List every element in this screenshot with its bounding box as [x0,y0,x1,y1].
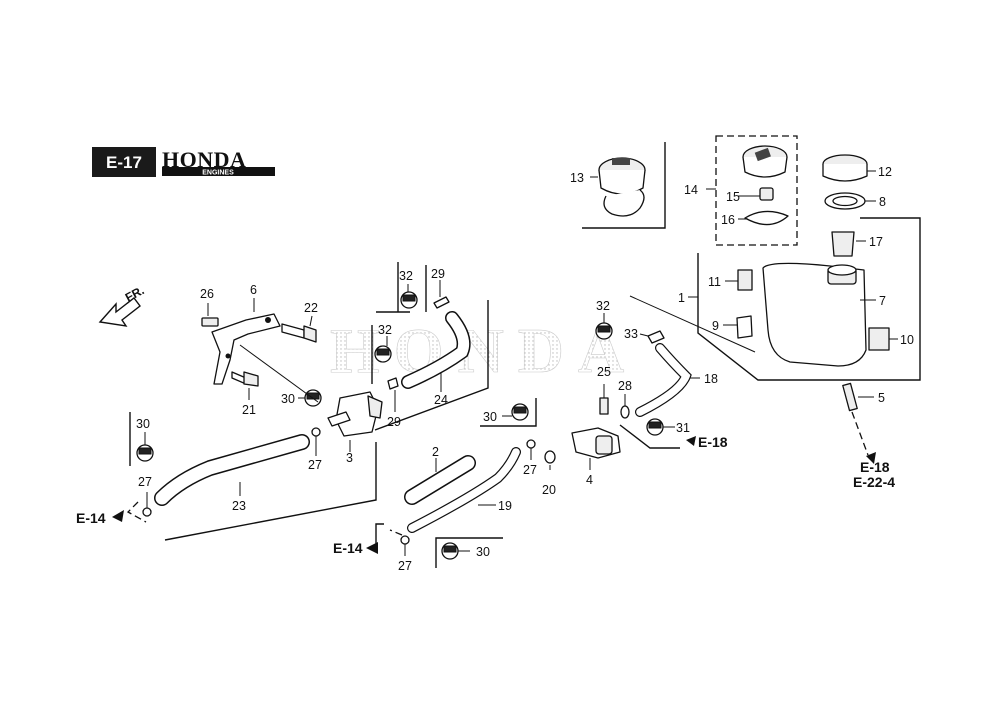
fuel-cap-13 [582,142,666,229]
callout-17: 17 [869,235,883,249]
ref-e14-mid: E-14 [333,540,363,556]
callout-9: 9 [712,319,719,333]
bolt-26 [201,303,219,327]
ref-e18-right: E-18 [698,434,728,450]
callout-20: 20 [542,483,556,497]
ref-e14-mid-arrow [366,523,403,554]
callout-13: 13 [570,171,584,185]
clamp-30-mid [480,398,537,427]
engines-sub-text: ENGINES [202,170,234,177]
callout-33: 33 [624,327,638,341]
callout-1: 1 [678,291,685,305]
screw-25 [599,384,609,415]
gasket-8 [824,192,876,210]
callout-12: 12 [878,165,892,179]
callout-15: 15 [726,190,740,204]
callout-24: 24 [434,393,448,407]
clamp-30-lower [435,537,503,568]
honda-engines-logo: HONDA ENGINES [162,147,275,177]
callout-2: 2 [432,445,439,459]
clamp-30-left [298,389,322,407]
front-direction-arrow: FR. [98,283,147,327]
clamp-32-top [376,262,418,313]
cap-kit-14 [706,135,798,246]
ref-e14-left: E-14 [76,510,106,526]
callout-29-top: 29 [431,267,445,281]
clamp-32-right [595,313,613,340]
washer-20 [544,450,556,470]
callout-23: 23 [232,499,246,513]
clip-27-lower [400,535,410,556]
tank-bracket-6 [211,298,319,403]
clamp-32-left [371,325,392,384]
fuel-valve-4 [571,427,621,470]
clip-33 [639,330,665,344]
fuel-hose-19 [407,447,521,533]
fuel-tank-group-1 [629,217,921,381]
callout-26: 26 [200,287,214,301]
callout-3: 3 [346,451,353,465]
callout-14: 14 [684,183,698,197]
tube-2 [404,455,476,505]
bolt-21 [231,371,259,400]
section-code: E-17 [106,153,142,172]
ref-e22-4: E-22-4 [853,474,895,490]
tank-bracket-box [374,300,489,431]
callout-27-mid: 27 [523,463,537,477]
callout-29-lower: 29 [387,415,401,429]
callout-8: 8 [879,195,886,209]
callout-18: 18 [704,372,718,386]
callout-30-left: 30 [281,392,295,406]
reference-labels: E-18 E-18 E-22-4 E-14 E-14 [76,434,895,556]
ref-e18-bottom: E-18 [860,459,890,475]
callout-21: 21 [242,403,256,417]
callout-30-mid: 30 [483,410,497,424]
callout-19: 19 [498,499,512,513]
filler-neck-12 [822,154,876,182]
callout-5: 5 [878,391,885,405]
callout-32-top: 32 [399,269,413,283]
callout-labels: 1 2 3 4 5 6 7 8 9 10 11 12 13 14 15 16 1… [136,165,914,573]
callout-22: 22 [304,301,318,315]
honda-watermark: HONDA [330,315,638,386]
fuel-hose-23 [154,434,377,541]
callout-16: 16 [721,213,735,227]
callout-11: 11 [708,275,721,289]
callout-10: 10 [900,333,914,347]
ref-e14-left-arrow [112,501,147,523]
clamp-31 [619,418,680,449]
hose-24 [401,311,471,392]
callout-31: 31 [676,421,690,435]
clip-27-far-left [142,492,152,517]
ref-e18-right-arrow [686,436,696,446]
front-label: FR. [123,283,147,304]
bolt-22 [281,315,317,343]
callout-4: 4 [586,473,593,487]
callout-30-far-left: 30 [136,417,150,431]
clip-29-lower [387,377,399,412]
callout-32-left: 32 [378,323,392,337]
fuel-strainer-3 [327,391,383,452]
callout-7: 7 [879,294,886,308]
tank-joint-5 [842,382,876,464]
callout-32-right: 32 [596,299,610,313]
callout-27-left: 27 [308,458,322,472]
callout-27-far-left: 27 [138,475,152,489]
washer-28 [620,394,630,419]
clamp-30-far-left [129,412,154,466]
clip-27-mid [526,439,536,460]
callout-27-lower: 27 [398,559,412,573]
callout-25: 25 [597,365,611,379]
clip-29-top [425,265,450,312]
callout-28: 28 [618,379,632,393]
clip-27-left [311,427,321,456]
section-badge: E-17 [92,147,156,177]
callout-6: 6 [250,283,257,297]
callout-30-lower: 30 [476,545,490,559]
fuel-hose-18 [635,343,700,417]
